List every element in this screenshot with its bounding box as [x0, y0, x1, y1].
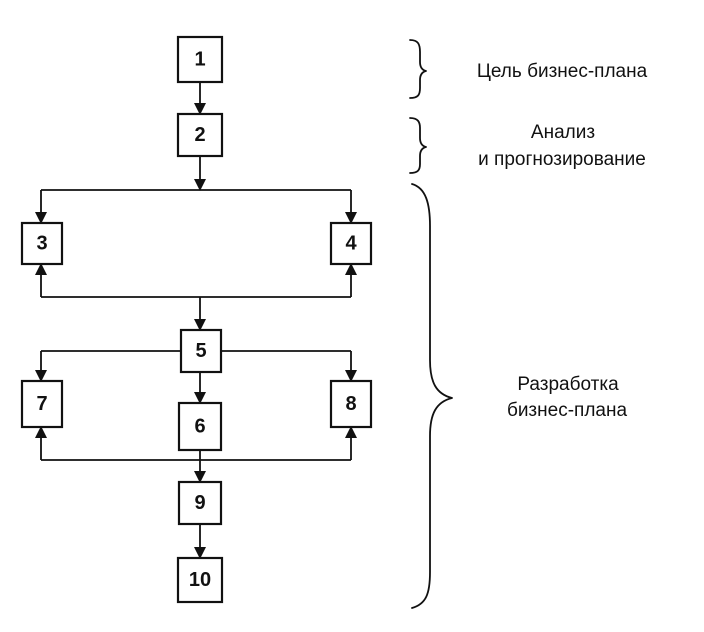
node-label-3: 3: [36, 233, 47, 255]
node-box-4: 4: [329, 221, 373, 266]
node-label-9: 9: [194, 492, 205, 514]
node-label-8: 8: [345, 393, 356, 415]
node-box-5: 5: [179, 328, 223, 374]
node-box-2: 2: [176, 112, 224, 158]
node-label-1: 1: [194, 49, 205, 71]
node-box-9: 9: [177, 480, 223, 526]
node-box-7: 7: [20, 379, 64, 429]
node-box-3: 3: [20, 221, 64, 266]
node-box-8: 8: [329, 379, 373, 429]
stage-label-development-line-1: Разработка: [517, 374, 619, 395]
node-label-10: 10: [189, 569, 211, 591]
node-box-1: 1: [176, 35, 224, 84]
connectors: [35, 82, 357, 559]
node-label-7: 7: [36, 393, 47, 415]
node-label-6: 6: [194, 416, 205, 438]
stage-label-analysis-line-1: Анализ: [531, 122, 595, 143]
brace-development: [411, 183, 453, 609]
node-box-10: 10: [176, 556, 224, 604]
stage-label-analysis-line-2: и прогнозирование: [478, 149, 646, 170]
stage-label-goal: Цель бизнес-плана: [477, 61, 648, 82]
brace-analysis: [409, 117, 427, 174]
node-label-2: 2: [194, 124, 205, 146]
brace-goal: [409, 39, 427, 99]
node-label-4: 4: [345, 233, 357, 255]
stage-label-development-line-2: бизнес-плана: [507, 400, 628, 421]
node-box-6: 6: [177, 401, 223, 452]
node-label-5: 5: [195, 340, 206, 362]
